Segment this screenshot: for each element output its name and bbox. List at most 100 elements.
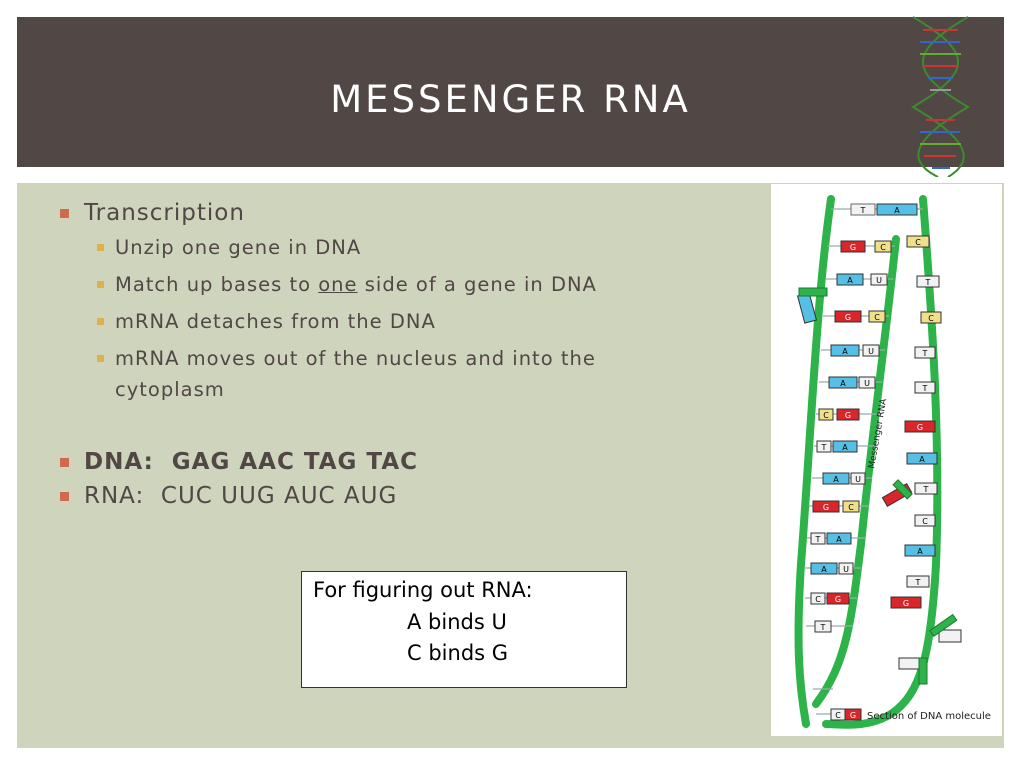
dna-transcription-diagram: T A G C A U G C A U A U C G T A A U G C … xyxy=(771,184,1002,736)
bullet-dna-sequence: DNA: GAG AAC TAG TAC xyxy=(60,449,700,475)
sub-bullet-moves: mRNA moves out of the nucleus and into t… xyxy=(60,343,700,405)
svg-text:T: T xyxy=(915,578,921,587)
base-block: C xyxy=(830,708,846,721)
base-block: T xyxy=(914,482,938,495)
svg-text:T: T xyxy=(923,485,929,494)
svg-text:A: A xyxy=(917,547,923,556)
base-block: T xyxy=(914,346,936,359)
svg-text:T: T xyxy=(820,623,826,632)
svg-text:C: C xyxy=(815,595,821,604)
svg-text:C: C xyxy=(915,238,921,247)
dna-helix-image xyxy=(911,16,970,177)
bullet-rna-sequence: RNA: CUC UUG AUC AUG xyxy=(60,483,700,509)
base-block: A xyxy=(826,532,852,545)
svg-text:C: C xyxy=(848,503,854,512)
loose-nucleotide xyxy=(796,287,828,324)
sub-bullet-detach: mRNA detaches from the DNA xyxy=(60,306,700,337)
base-block: T xyxy=(814,620,832,633)
sub-bullet-marker xyxy=(97,318,104,325)
svg-text:U: U xyxy=(876,276,882,285)
svg-text:A: A xyxy=(842,347,848,356)
slide-title: MESSENGER RNA xyxy=(330,78,691,121)
svg-text:A: A xyxy=(836,535,842,544)
hint-c-g: C binds G xyxy=(407,641,509,665)
base-block: C xyxy=(810,592,826,605)
sub-bullet-unzip: Unzip one gene in DNA xyxy=(60,232,700,263)
base-block: G xyxy=(836,408,860,421)
base-block: A xyxy=(810,562,838,575)
svg-text:T: T xyxy=(815,535,821,544)
svg-text:C: C xyxy=(880,243,886,252)
svg-text:A: A xyxy=(821,565,827,574)
base-block: U xyxy=(838,562,854,575)
base-block: G xyxy=(834,310,862,323)
base-block: A xyxy=(830,344,860,357)
base-block: U xyxy=(862,344,880,357)
bullet-transcription: Transcription xyxy=(60,200,700,226)
base-block: C xyxy=(874,240,892,253)
base-block: T xyxy=(906,575,930,588)
svg-text:C: C xyxy=(922,517,928,526)
svg-text:G: G xyxy=(835,595,841,604)
sub-bullet-marker xyxy=(97,355,104,362)
base-block: G xyxy=(840,240,866,253)
base-pairing-hint-box: For figuring out RNA: A binds U C binds … xyxy=(301,571,627,688)
svg-text:G: G xyxy=(845,411,851,420)
base-block: A xyxy=(822,472,850,485)
base-block: T xyxy=(810,532,826,545)
hint-heading: For figuring out RNA: xyxy=(313,578,533,602)
base-block: T xyxy=(916,275,940,288)
base-block: T xyxy=(850,203,876,216)
base-block: A xyxy=(906,452,938,465)
svg-text:A: A xyxy=(919,455,925,464)
diagram-caption: Section of DNA molecule xyxy=(867,711,991,722)
mrna-strand xyxy=(812,235,900,708)
base-block: C xyxy=(842,500,860,513)
base-block: U xyxy=(858,376,876,389)
bullet-marker xyxy=(60,458,69,467)
base-block: C xyxy=(914,514,936,527)
base-block: U xyxy=(850,472,866,485)
svg-text:T: T xyxy=(922,349,928,358)
base-block: A xyxy=(828,376,858,389)
base-block: C xyxy=(818,408,834,421)
svg-text:A: A xyxy=(840,379,846,388)
svg-text:C: C xyxy=(874,313,880,322)
svg-text:G: G xyxy=(917,423,923,432)
sub-bullet-marker xyxy=(97,244,104,251)
svg-text:G: G xyxy=(903,599,909,608)
base-block: T xyxy=(816,440,832,453)
svg-text:G: G xyxy=(850,243,856,252)
svg-text:G: G xyxy=(850,711,856,720)
base-block: A xyxy=(836,273,864,286)
base-block: G xyxy=(890,596,922,609)
bullet-marker xyxy=(60,492,69,501)
svg-text:A: A xyxy=(842,443,848,452)
base-block: G xyxy=(812,500,840,513)
base-block: C xyxy=(920,311,942,324)
svg-text:T: T xyxy=(821,443,827,452)
svg-text:C: C xyxy=(835,711,841,720)
svg-text:A: A xyxy=(847,276,853,285)
hint-a-u: A binds U xyxy=(407,610,507,634)
base-block: T xyxy=(914,381,936,394)
base-block: U xyxy=(870,273,888,286)
bullet-marker xyxy=(60,209,69,218)
bullet-list: Transcription Unzip one gene in DNA Matc… xyxy=(60,200,700,509)
base-block: G xyxy=(826,592,850,605)
base-block: A xyxy=(832,440,858,453)
svg-text:C: C xyxy=(928,314,934,323)
base-block: C xyxy=(906,235,930,248)
svg-text:U: U xyxy=(868,347,874,356)
svg-text:A: A xyxy=(894,206,900,215)
base-block: A xyxy=(876,203,918,216)
svg-text:U: U xyxy=(843,565,849,574)
svg-text:T: T xyxy=(922,384,928,393)
loose-nucleotide xyxy=(929,613,962,643)
base-block: A xyxy=(904,544,936,557)
svg-text:U: U xyxy=(855,475,861,484)
dna-strand-left xyxy=(794,195,835,728)
base-block: C xyxy=(868,310,886,323)
svg-text:T: T xyxy=(860,206,866,215)
sub-bullet-match: Match up bases to one side of a gene in … xyxy=(60,269,700,300)
